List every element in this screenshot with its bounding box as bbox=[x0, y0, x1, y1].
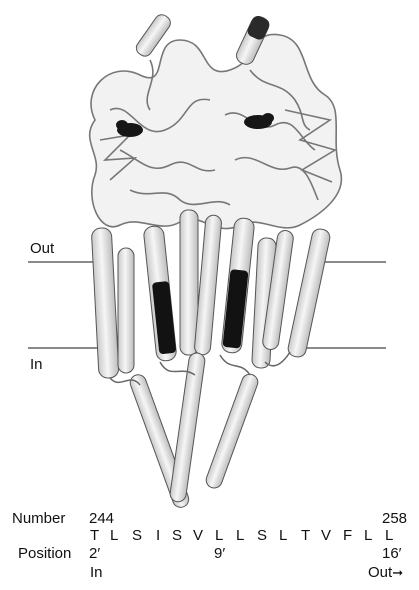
out-label: Out bbox=[30, 240, 54, 258]
residue: S bbox=[257, 527, 267, 545]
position-16: 16′ bbox=[382, 545, 402, 563]
residue: F bbox=[343, 527, 352, 545]
intracellular-helices bbox=[128, 352, 260, 510]
residue: V bbox=[193, 527, 203, 545]
in-label: In bbox=[30, 356, 43, 374]
residue: L bbox=[279, 527, 287, 545]
transmembrane-helices bbox=[91, 210, 331, 378]
long-helix-middle bbox=[169, 352, 206, 503]
number-end: 258 bbox=[382, 510, 407, 528]
residue: L bbox=[364, 527, 372, 545]
residue: L bbox=[110, 527, 118, 545]
sequence-in-label: In bbox=[90, 564, 103, 582]
tm-helix-9 bbox=[287, 228, 332, 359]
position-label: Position bbox=[18, 545, 71, 563]
tm-helix-1 bbox=[91, 228, 119, 379]
tm-helix-2 bbox=[118, 248, 134, 373]
arrow-right-icon: ➞ bbox=[392, 565, 403, 580]
position-9: 9′ bbox=[214, 545, 225, 563]
sequence-out-text: Out bbox=[368, 564, 392, 581]
residue: S bbox=[132, 527, 142, 545]
ligand-blob-left-2 bbox=[116, 120, 128, 130]
residue: I bbox=[156, 527, 160, 545]
residue: T bbox=[90, 527, 99, 545]
residue: L bbox=[236, 527, 244, 545]
residue: T bbox=[301, 527, 310, 545]
number-start: 244 bbox=[89, 510, 114, 528]
ligand-blob-right-2 bbox=[262, 113, 274, 123]
long-helix-right bbox=[204, 372, 260, 490]
residue: L bbox=[385, 527, 393, 545]
number-label: Number bbox=[12, 510, 65, 528]
sequence-out-label: Out➞ bbox=[368, 564, 403, 582]
residue: L bbox=[215, 527, 223, 545]
residue: S bbox=[172, 527, 182, 545]
residue: V bbox=[321, 527, 331, 545]
position-2: 2′ bbox=[89, 545, 100, 563]
